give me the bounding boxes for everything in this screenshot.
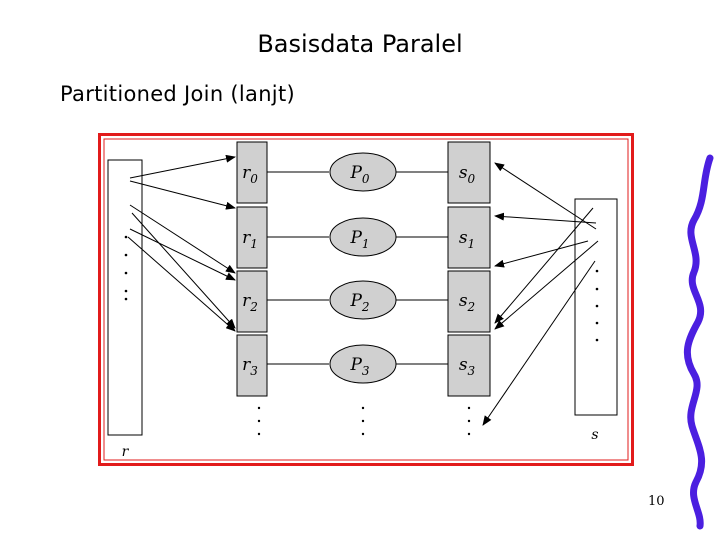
- relation-r-box: [107, 159, 143, 436]
- svg-text:s1: s1: [459, 228, 475, 251]
- svg-text:P3: P3: [349, 355, 369, 378]
- s-partition-3-index: 3: [468, 364, 476, 378]
- diagram-border-inner: [103, 138, 629, 461]
- r-partition-0-label: r: [242, 163, 251, 183]
- diagram-border-outer: [98, 133, 634, 466]
- svg-text:P0: P0: [349, 163, 369, 186]
- s-distribution-arrows: [482, 162, 599, 426]
- svg-text:s0: s0: [459, 163, 476, 186]
- decorative-blue-squiggle: [683, 154, 714, 530]
- processor-0: P0: [329, 152, 397, 192]
- s-partition-1: s1: [447, 206, 491, 269]
- processor-1: P1: [329, 217, 397, 257]
- r-partition-0-index: 0: [250, 172, 258, 186]
- svg-text:P2: P2: [349, 291, 369, 314]
- processor-0-label: P: [349, 163, 362, 183]
- s-partition-1-index: 1: [468, 237, 476, 251]
- r-distribution-arrows: [127, 154, 236, 332]
- processor-3-label: P: [349, 355, 362, 375]
- svg-text:r0: r0: [242, 163, 258, 186]
- svg-text:r1: r1: [242, 228, 258, 251]
- svg-text:P1: P1: [349, 228, 369, 251]
- r-partition-3-index: 3: [250, 364, 258, 378]
- partitioned-join-diagram: r s r0 r1 r2 r3 P0 P1 P2: [98, 133, 634, 466]
- processor-3: P3: [329, 344, 397, 384]
- r-partition-0: r0: [236, 141, 268, 204]
- processor-2-label: P: [349, 291, 362, 311]
- svg-text:r2: r2: [242, 291, 258, 314]
- row-connectors: [267, 171, 448, 365]
- relation-s-dots: [595, 269, 599, 342]
- relation-s-label: s: [591, 427, 598, 443]
- relation-r-label: r: [122, 444, 130, 460]
- slide-subtitle: Partitioned Join (lanjt): [60, 82, 295, 106]
- r-partition-1: r1: [236, 206, 268, 269]
- continuation-dots: [257, 406, 471, 436]
- slide-title: Basisdata Paralel: [257, 30, 463, 58]
- s-partition-3: s3: [447, 334, 491, 397]
- s-partition-2: s2: [447, 270, 491, 333]
- r-partition-2-label: r: [242, 291, 251, 311]
- processor-3-index: 3: [362, 364, 370, 378]
- s-partition-1-label: s: [459, 228, 468, 248]
- slide-page-number: 10: [648, 494, 665, 509]
- s-partition-2-index: 2: [467, 300, 476, 314]
- s-partition-0-label: s: [459, 163, 468, 183]
- svg-text:r3: r3: [242, 355, 258, 378]
- relation-s-box: [574, 198, 618, 416]
- s-partition-2-label: s: [459, 291, 468, 311]
- svg-text:s2: s2: [459, 291, 475, 314]
- processor-0-index: 0: [362, 172, 370, 186]
- s-partition-3-label: s: [459, 355, 468, 375]
- r-partition-2: r2: [236, 270, 268, 333]
- processor-1-index: 1: [362, 237, 370, 251]
- svg-text:s3: s3: [459, 355, 476, 378]
- s-partition-0-index: 0: [468, 172, 476, 186]
- relation-r-dots: [124, 235, 128, 301]
- r-partition-3: r3: [236, 334, 268, 397]
- r-partition-1-label: r: [242, 228, 251, 248]
- r-partition-1-index: 1: [250, 237, 258, 251]
- r-partition-2-index: 2: [249, 300, 258, 314]
- processor-2-index: 2: [361, 300, 370, 314]
- s-partition-0: s0: [447, 141, 491, 204]
- processor-1-label: P: [349, 228, 362, 248]
- processor-2: P2: [329, 280, 397, 320]
- r-partition-3-label: r: [242, 355, 251, 375]
